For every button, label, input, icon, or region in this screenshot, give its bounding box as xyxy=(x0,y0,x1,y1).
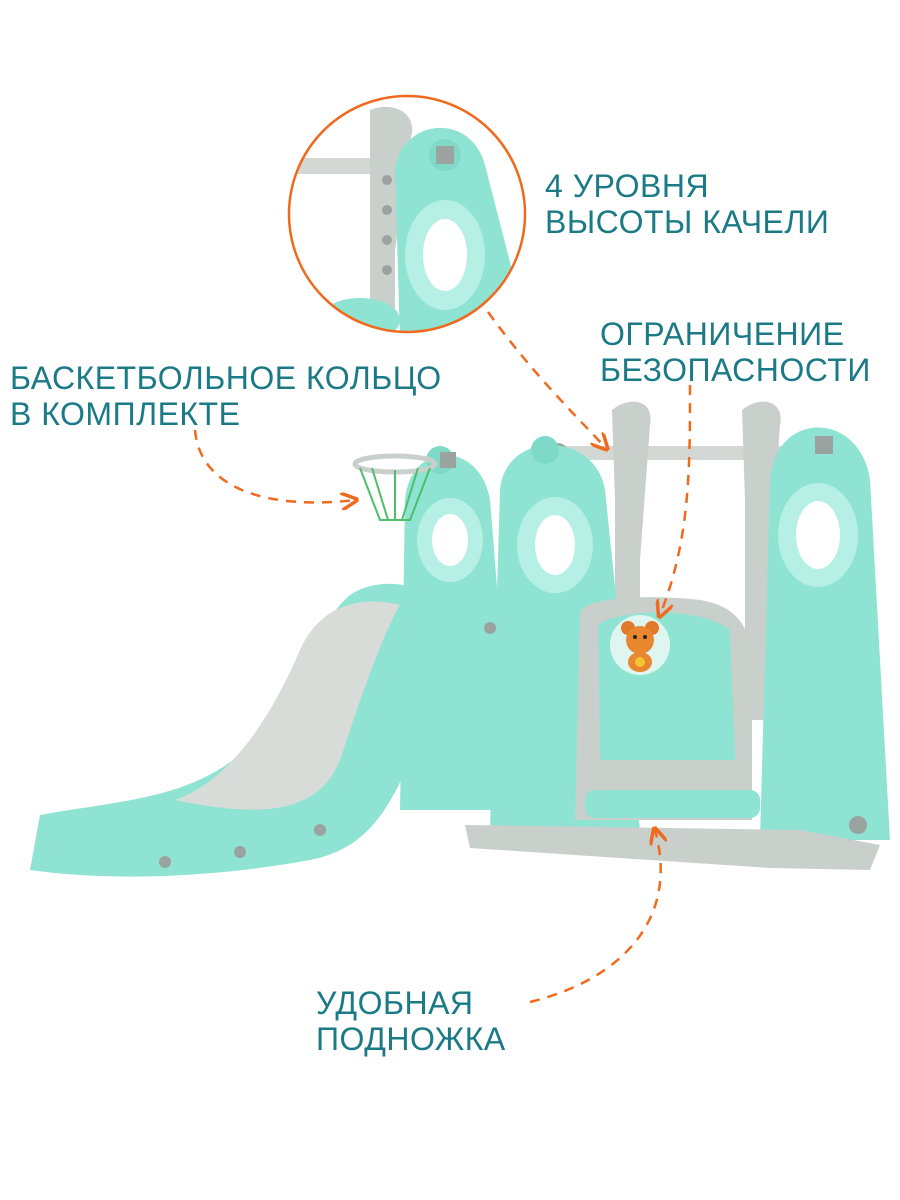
callout-basketball: БАСКЕТБОЛЬНОЕ КОЛЬЦО В КОМПЛЕКТЕ xyxy=(10,360,442,432)
tower-right xyxy=(760,427,890,840)
callout-footrest-line1: УДОБНАЯ xyxy=(316,985,474,1021)
callout-swing-height-line1: 4 УРОВНЯ xyxy=(545,168,710,204)
callout-swing-height-line2: ВЫСОТЫ КАЧЕЛИ xyxy=(545,204,830,240)
arrow-safety xyxy=(660,384,692,615)
base-plate xyxy=(465,825,880,870)
callout-basketball-line1: БАСКЕТБОЛЬНОЕ КОЛЬЦО xyxy=(10,360,442,396)
slide xyxy=(30,583,500,877)
callout-arrows xyxy=(193,311,692,1004)
arrow-swing-height xyxy=(486,311,606,448)
zoom-detail-circle xyxy=(287,94,527,334)
callout-basketball-line2: В КОМПЛЕКТЕ xyxy=(10,396,241,432)
callout-safety-line1: ОГРАНИЧЕНИЕ xyxy=(600,316,845,352)
callout-safety-line2: БЕЗОПАСНОСТИ xyxy=(600,352,871,388)
basketball-hoop-icon xyxy=(352,453,438,521)
arrow-basketball xyxy=(193,429,355,502)
callout-footrest: УДОБНАЯ ПОДНОЖКА xyxy=(316,985,506,1057)
swing-seat xyxy=(575,597,760,820)
bear-icon xyxy=(610,615,670,675)
callout-footrest-line2: ПОДНОЖКА xyxy=(316,1021,506,1057)
callout-safety: ОГРАНИЧЕНИЕ БЕЗОПАСНОСТИ xyxy=(600,316,871,388)
callout-swing-height: 4 УРОВНЯ ВЫСОТЫ КАЧЕЛИ xyxy=(545,168,829,240)
